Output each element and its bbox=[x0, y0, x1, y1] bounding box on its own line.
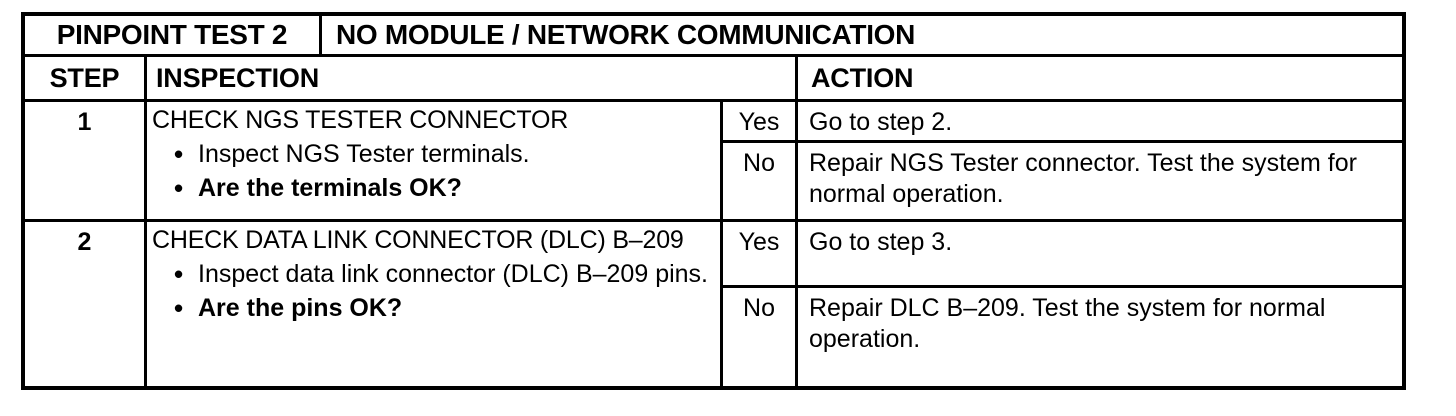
row1-yes-action: Go to step 2. bbox=[798, 102, 1402, 143]
pinpoint-test-table: PINPOINT TEST 2 NO MODULE / NETWORK COMM… bbox=[21, 12, 1406, 390]
row2-inspection-cell: CHECK DATA LINK CONNECTOR (DLC) B–209 • … bbox=[147, 222, 723, 386]
row2-step-number: 2 bbox=[25, 222, 147, 386]
bullet-icon: • bbox=[174, 293, 184, 323]
bullet-icon: • bbox=[174, 173, 184, 203]
row1-bullet-2: • Are the terminals OK? bbox=[152, 173, 716, 204]
row2-bullet-2: • Are the pins OK? bbox=[152, 293, 716, 324]
bullet-icon: • bbox=[174, 139, 184, 169]
row2-no-label: No bbox=[723, 288, 798, 386]
bullet-icon: • bbox=[174, 259, 184, 289]
row1-step-number: 1 bbox=[25, 102, 147, 222]
row1-bullet-1-text: Inspect NGS Tester terminals. bbox=[198, 140, 530, 168]
column-header-action: ACTION bbox=[798, 57, 1402, 102]
column-header-inspection: INSPECTION bbox=[147, 57, 798, 102]
row2-bullet-1: • Inspect data link connector (DLC) B–20… bbox=[152, 259, 716, 290]
row1-bullet-1: • Inspect NGS Tester terminals. bbox=[152, 139, 716, 170]
row1-no-action: Repair NGS Tester connector. Test the sy… bbox=[798, 143, 1402, 222]
row1-inspection-cell: CHECK NGS TESTER CONNECTOR • Inspect NGS… bbox=[147, 102, 723, 222]
row2-inspection-title: CHECK DATA LINK CONNECTOR (DLC) B–209 bbox=[152, 226, 684, 254]
row1-no-label: No bbox=[723, 143, 798, 222]
row2-no-action: Repair DLC B–209. Test the system for no… bbox=[798, 288, 1402, 386]
row2-bullet-1-text: Inspect data link connector (DLC) B–209 … bbox=[198, 260, 708, 288]
row2-yes-label: Yes bbox=[723, 222, 798, 288]
row2-yes-action: Go to step 3. bbox=[798, 222, 1402, 288]
row1-inspection-title: CHECK NGS TESTER CONNECTOR bbox=[152, 106, 569, 134]
column-header-step: STEP bbox=[25, 57, 147, 102]
row1-yes-label: Yes bbox=[723, 102, 798, 143]
pinpoint-test-label: PINPOINT TEST 2 bbox=[25, 16, 322, 57]
row2-bullet-2-text: Are the pins OK? bbox=[198, 294, 403, 322]
pinpoint-test-title: NO MODULE / NETWORK COMMUNICATION bbox=[322, 16, 1402, 57]
row1-bullet-2-text: Are the terminals OK? bbox=[198, 174, 462, 202]
